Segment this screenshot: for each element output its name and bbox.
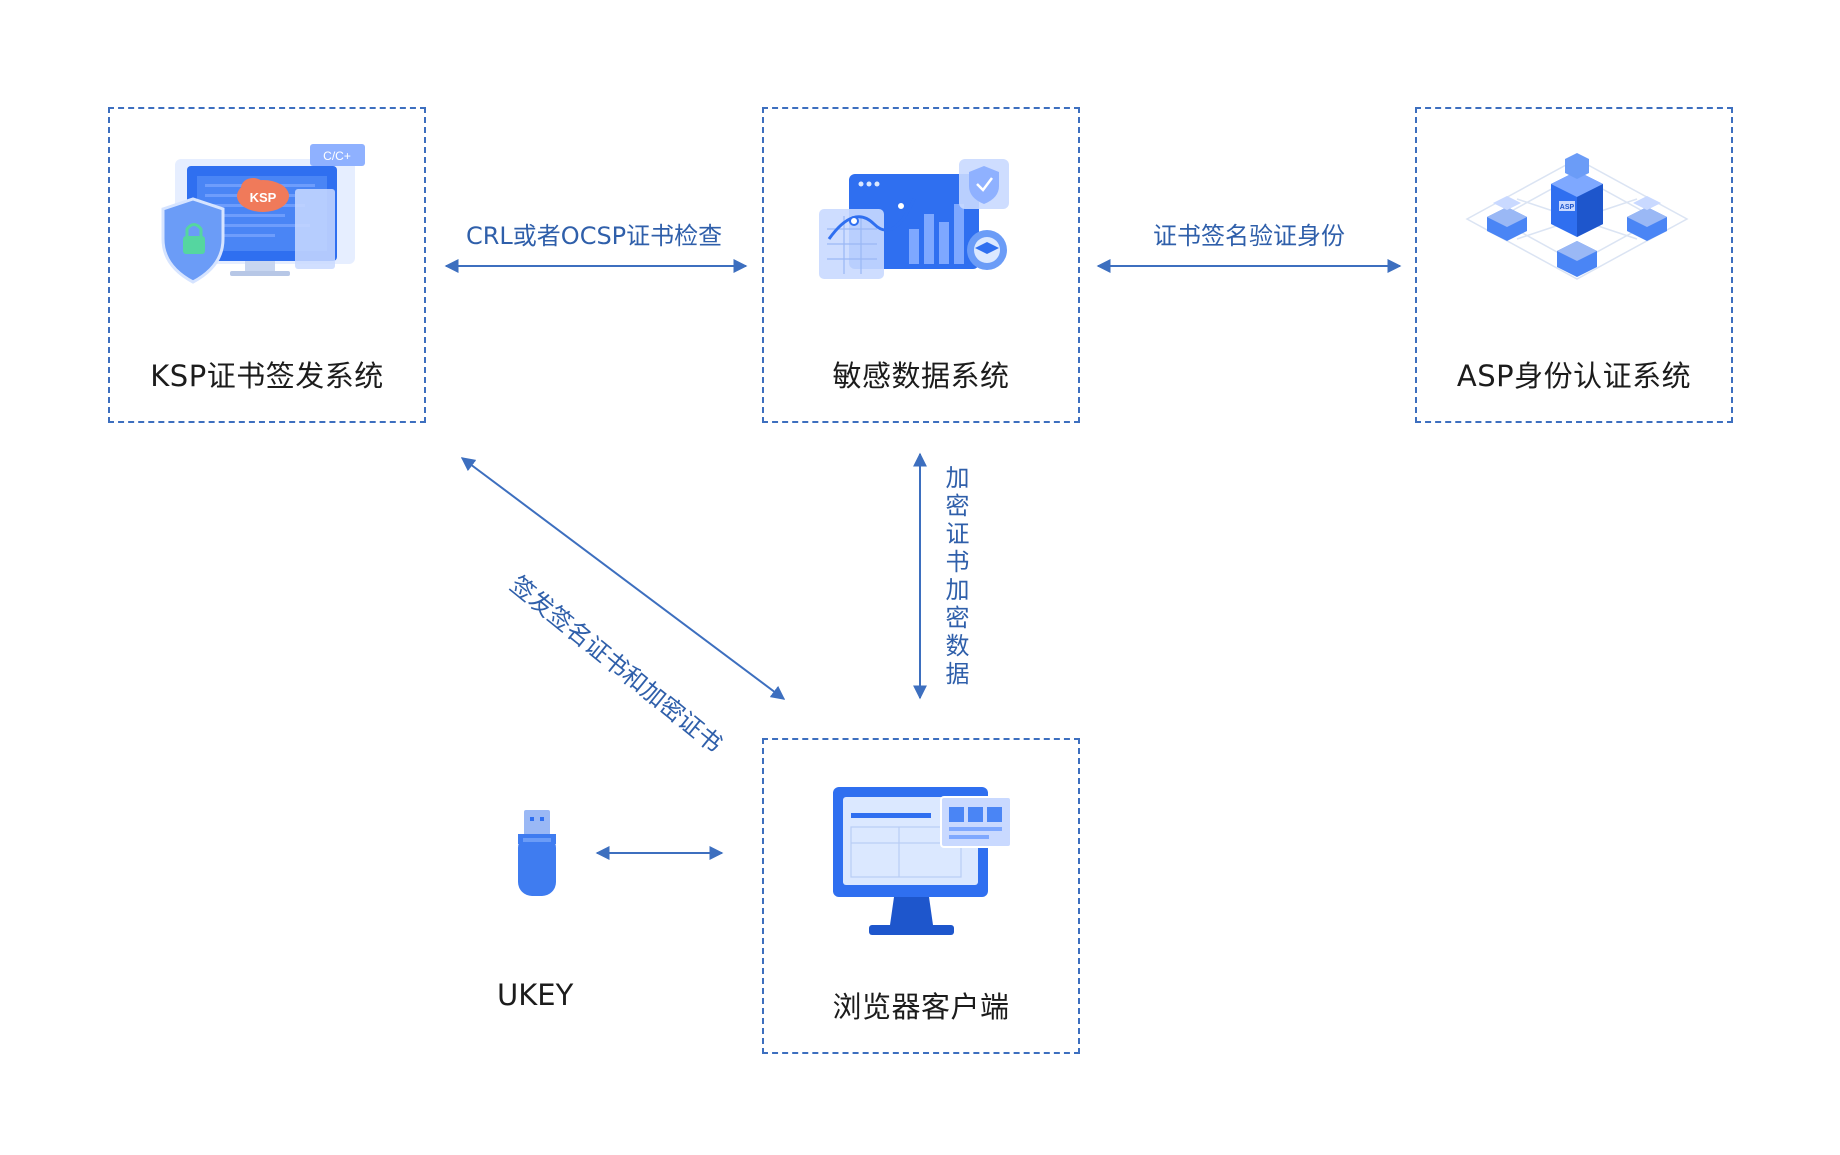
arrow-ksp-browser [460, 457, 786, 700]
usb-key-icon [515, 808, 559, 904]
node-asp-label: ASP身份认证系统 [1456, 359, 1692, 393]
node-ukey-label: UKEY [497, 978, 574, 1012]
edge-label-sensitive-asp: 证书签名验证身份 [1153, 222, 1345, 250]
dashboard-chart-icon [809, 154, 1039, 298]
ksp-tag-text: C/C+ [323, 149, 351, 163]
node-ksp: KSP C/C+ KSP证书签发系统 [108, 107, 426, 423]
node-browser-client-label: 浏览器客户端 [832, 990, 1010, 1024]
node-sensitive-data: 敏感数据系统 [762, 107, 1080, 423]
node-browser-client: 浏览器客户端 [762, 738, 1080, 1054]
node-sensitive-data-label: 敏感数据系统 [832, 359, 1010, 393]
asp-server-cubes-icon: ASP [1457, 139, 1697, 303]
node-ksp-label: KSP证书签发系统 [150, 359, 384, 393]
asp-badge-text: ASP [1560, 204, 1575, 211]
ksp-monitor-icon: KSP C/C+ [145, 144, 375, 288]
browser-monitor-icon [829, 785, 1029, 949]
node-asp: ASP ASP身份认证系统 [1415, 107, 1733, 423]
edge-label-ksp-sensitive: CRL或者OCSP证书检查 [466, 222, 723, 250]
edge-label-sensitive-browser: 加密证书加密数据 [941, 465, 969, 689]
ksp-badge-text: KSP [250, 190, 277, 205]
